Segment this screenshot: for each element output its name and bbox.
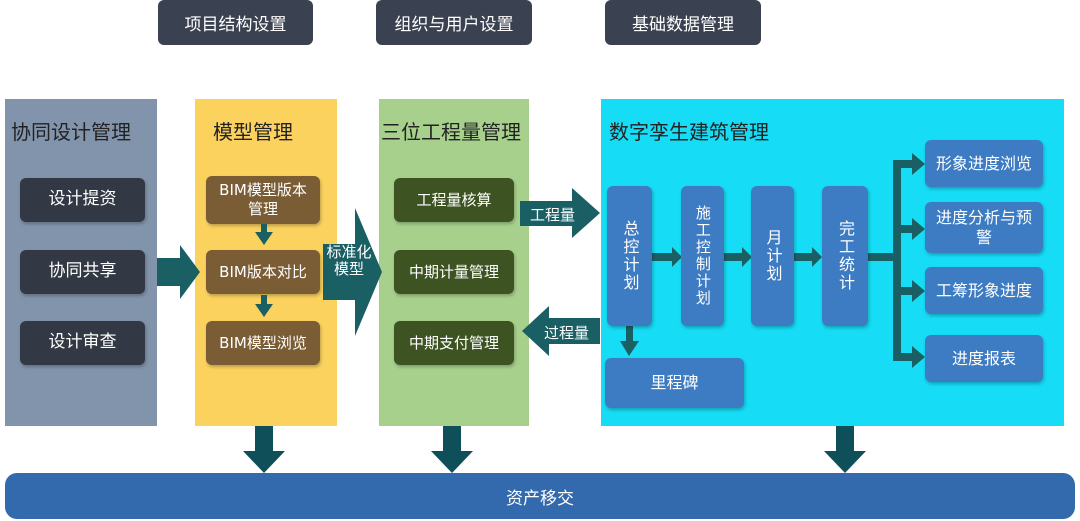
fan-out-arrow-2 [893, 218, 925, 240]
fan-out-spine [893, 160, 901, 361]
quantity-to-bottom-arrow [431, 426, 473, 473]
fan-out-arrow-3 [893, 280, 925, 302]
progress-image-browse-button[interactable]: 形象进度浏览 [925, 140, 1043, 187]
design-review-button[interactable]: 设计审查 [20, 321, 145, 365]
quantity-accounting-button[interactable]: 工程量核算 [394, 178, 514, 222]
digital-twin-title: 数字孪生建筑管理 [609, 120, 769, 144]
progress-report-button[interactable]: 进度报表 [925, 335, 1043, 382]
plan-arrow-1 [652, 247, 682, 267]
master-plan-box[interactable]: 总控计划 [607, 186, 652, 326]
collab-design-title: 协同设计管理 [11, 120, 131, 144]
bim-version-compare-button[interactable]: BIM版本对比 [206, 250, 320, 294]
milestone-down-arrow [620, 326, 639, 356]
org-user-settings-button[interactable]: 组织与用户设置 [376, 0, 532, 45]
construction-control-plan-box[interactable]: 施工控制计划 [681, 186, 724, 326]
asset-handover-bar[interactable]: 资产移交 [5, 473, 1075, 519]
quantity-management-title: 三位工程量管理 [381, 120, 521, 144]
model-to-bottom-arrow [243, 426, 285, 473]
standard-model-arrow [323, 208, 382, 336]
model-management-title: 模型管理 [213, 120, 293, 144]
quantity-arrow [520, 188, 600, 238]
fan-out-arrow-4 [893, 346, 925, 368]
bim-model-browse-button[interactable]: BIM模型浏览 [206, 321, 320, 365]
interim-payment-button[interactable]: 中期支付管理 [394, 321, 514, 365]
completion-stats-box[interactable]: 完工统计 [822, 186, 868, 326]
plan-arrow-2 [724, 247, 752, 267]
model-down-arrow-1 [255, 224, 273, 245]
bim-model-version-button[interactable]: BIM模型版本管理 [206, 176, 320, 224]
interim-measurement-button[interactable]: 中期计量管理 [394, 250, 514, 294]
quantity-label: 工程量 [530, 206, 576, 224]
monthly-plan-box[interactable]: 月计划 [751, 186, 794, 326]
plan-arrow-3 [793, 247, 822, 267]
fan-out-arrow-1 [893, 153, 925, 175]
project-structure-settings-button[interactable]: 项目结构设置 [158, 0, 313, 45]
standard-model-label: 标准化模型 [326, 243, 372, 279]
fan-out-stem [868, 253, 898, 261]
process-quantity-label: 过程量 [544, 324, 590, 342]
collab-to-model-arrow [157, 245, 200, 299]
model-down-arrow-2 [255, 295, 273, 317]
base-data-management-button[interactable]: 基础数据管理 [605, 0, 761, 45]
progress-analysis-warning-button[interactable]: 进度分析与预警 [925, 202, 1043, 253]
milestone-button[interactable]: 里程碑 [605, 358, 744, 408]
twin-to-bottom-arrow [824, 426, 866, 473]
collab-sharing-button[interactable]: 协同共享 [20, 250, 145, 294]
schedule-image-progress-button[interactable]: 工筹形象进度 [925, 267, 1043, 314]
design-submission-button[interactable]: 设计提资 [20, 178, 145, 222]
process-quantity-arrow [522, 306, 600, 356]
